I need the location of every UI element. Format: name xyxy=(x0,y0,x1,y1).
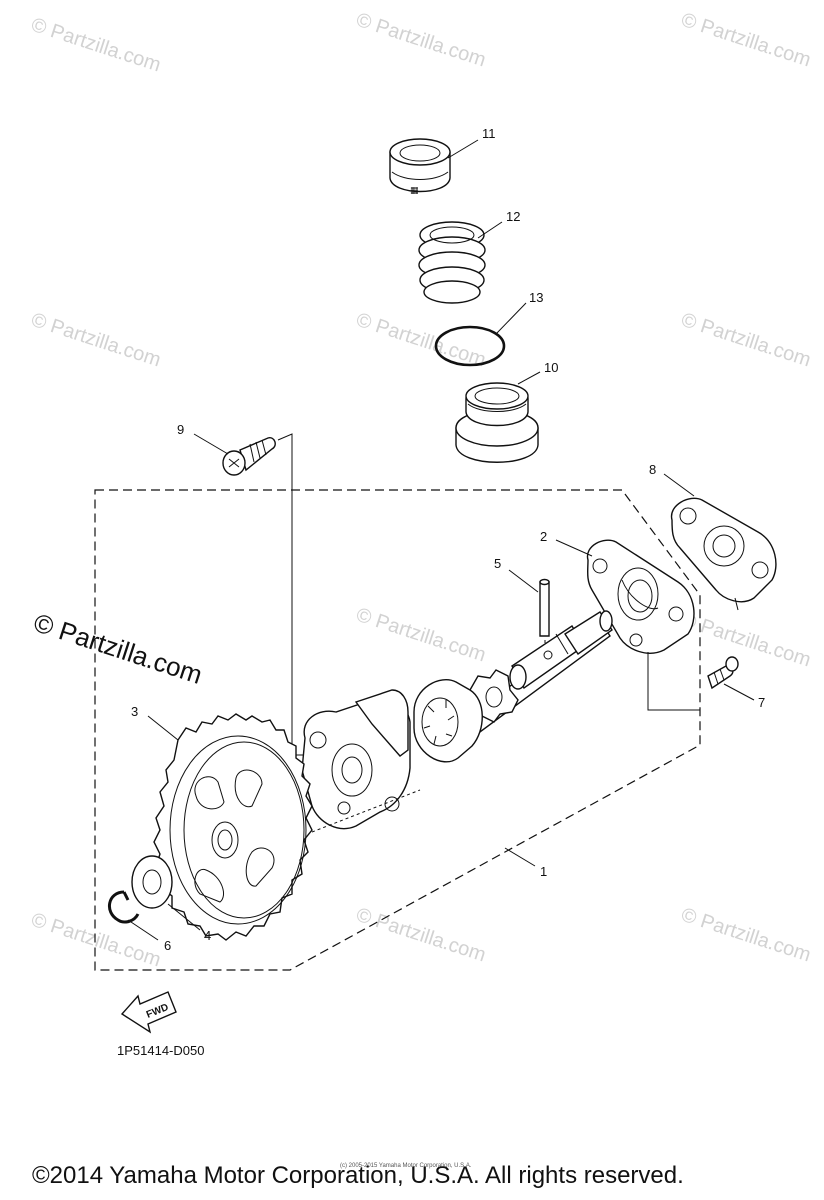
part-12-spring xyxy=(418,221,486,304)
watermark: © Partzilla.com xyxy=(353,904,488,967)
part-10-holder xyxy=(455,382,539,463)
fine-print-copyright: (c) 2005-2015 Yamaha Motor Corporation, … xyxy=(340,1163,472,1169)
watermark: © Partzilla.com xyxy=(28,909,163,972)
watermark: © Partzilla.com xyxy=(678,309,813,372)
callout-9: 9 xyxy=(177,422,184,437)
assembly-boundary xyxy=(94,489,701,971)
callout-11: 11 xyxy=(482,126,496,141)
part-9-screw xyxy=(222,437,276,476)
callout-8: 8 xyxy=(649,462,656,477)
watermark: © Partzilla.com xyxy=(353,9,488,72)
part-outer-rotor xyxy=(413,679,483,763)
callout-7: 7 xyxy=(758,695,765,710)
part-3-gear xyxy=(153,713,313,941)
copyright-notice: ©2014 Yamaha Motor Corporation, U.S.A. A… xyxy=(32,1162,684,1189)
part-5-pin xyxy=(539,578,550,637)
part-7-bolt xyxy=(707,656,739,690)
fwd-arrow-icon: FWD xyxy=(120,991,177,1034)
part-2-cover xyxy=(586,539,695,654)
callout-13: 13 xyxy=(529,290,543,305)
part-4-washer xyxy=(131,855,173,909)
callout-10: 10 xyxy=(544,360,558,375)
part-8-gasket xyxy=(670,497,777,611)
callout-12: 12 xyxy=(506,209,520,224)
part-pump-body xyxy=(301,689,411,830)
watermark: © Partzilla.com xyxy=(353,309,488,372)
callout-1: 1 xyxy=(540,864,547,879)
diagram-code: 1P51414-D050 xyxy=(117,1043,205,1058)
part-13-o-ring xyxy=(434,325,506,367)
callout-3: 3 xyxy=(131,704,138,719)
watermark: © Partzilla.com xyxy=(678,904,813,967)
callout-5: 5 xyxy=(494,556,501,571)
part-6-circlip xyxy=(108,890,140,924)
callout-2: 2 xyxy=(540,529,547,544)
watermark: © Partzilla.com xyxy=(678,9,813,72)
watermark: © Partzilla.com xyxy=(28,14,163,77)
part-11-cap: ▦ xyxy=(389,138,451,196)
callout-4: 4 xyxy=(204,928,211,943)
callout-6: 6 xyxy=(164,938,171,953)
watermark: © Partzilla.com xyxy=(353,604,488,667)
watermark: © Partzilla.com xyxy=(678,609,813,672)
watermark-highlight: © Partzilla.com xyxy=(30,607,206,690)
watermark: © Partzilla.com xyxy=(28,309,163,372)
svg-text:▦: ▦ xyxy=(410,186,419,196)
